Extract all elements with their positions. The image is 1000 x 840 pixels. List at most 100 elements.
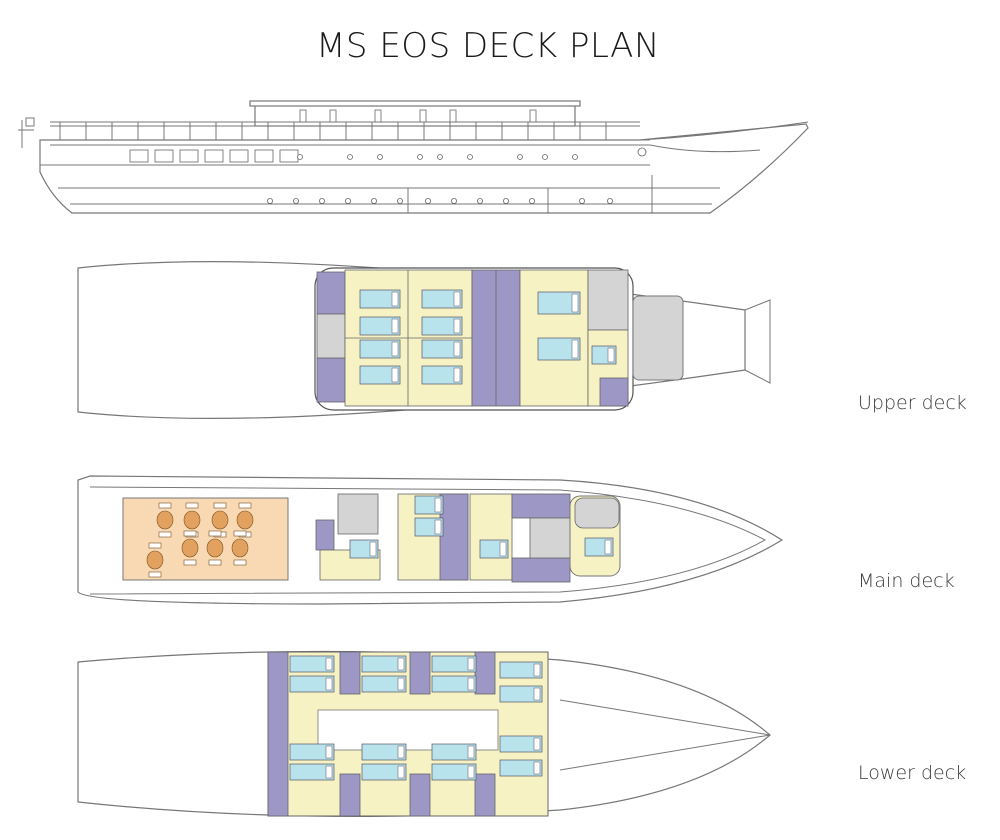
dining-table (146, 550, 164, 570)
side-window (419, 109, 427, 123)
bed (537, 337, 581, 361)
bed (361, 743, 407, 761)
porthole (318, 197, 325, 204)
porthole (266, 197, 273, 204)
side-window (179, 149, 199, 163)
bed (359, 316, 401, 336)
pillow (607, 347, 615, 363)
pillow (467, 745, 475, 759)
dining-chair (208, 559, 222, 566)
dining-chair (183, 530, 197, 537)
pillow (434, 519, 442, 535)
side-window (572, 154, 578, 160)
side-window (377, 154, 383, 160)
dining-table (231, 538, 249, 558)
bed (289, 655, 335, 673)
bed (431, 763, 477, 781)
side-window (229, 149, 249, 163)
dining-table (211, 510, 229, 530)
upper-deck-label: Upper deck (858, 392, 967, 414)
porthole (370, 197, 377, 204)
dining-chair (148, 542, 162, 549)
lower-deck-plan (77, 650, 771, 817)
pillow (391, 291, 399, 307)
dining-table (206, 538, 224, 558)
bed (499, 661, 543, 679)
dining-table (156, 510, 174, 530)
bed (361, 675, 407, 693)
bed (359, 339, 401, 359)
side-window (437, 154, 443, 160)
dining-chair (208, 530, 222, 537)
bed (431, 655, 477, 673)
pillow (391, 367, 399, 383)
bed (537, 291, 581, 315)
dining-chair (158, 531, 172, 538)
side-window (467, 154, 473, 160)
side-window (449, 109, 457, 123)
pillow (453, 367, 461, 383)
pillow (397, 677, 405, 691)
side-window (279, 149, 299, 163)
side-window (129, 149, 149, 163)
bed (499, 685, 543, 703)
pillow (325, 745, 333, 759)
porthole (396, 197, 403, 204)
pillow (533, 687, 541, 701)
pillow (325, 765, 333, 779)
side-window (417, 154, 423, 160)
pillow (604, 539, 612, 555)
bed (499, 759, 543, 777)
side-window (297, 154, 303, 160)
bed (431, 675, 477, 693)
dining-table (181, 538, 199, 558)
pillow (533, 761, 541, 775)
bed (289, 743, 335, 761)
side-window (299, 109, 307, 123)
lower-deck-label: Lower deck (858, 762, 967, 784)
bed (421, 339, 463, 359)
pillow (467, 765, 475, 779)
side-window (329, 109, 337, 123)
dining-table (236, 510, 254, 530)
pillow (397, 657, 405, 671)
pillow (369, 541, 377, 557)
pillow (533, 737, 541, 751)
main-deck-plan (77, 475, 784, 605)
bed (289, 763, 335, 781)
pillow (391, 318, 399, 334)
side-window (374, 109, 382, 123)
bed (421, 289, 463, 309)
pillow (467, 677, 475, 691)
dining-chair (238, 502, 252, 509)
side-window (154, 149, 174, 163)
page-title: MS EOS DECK PLAN (316, 26, 660, 66)
pillow (397, 745, 405, 759)
bed (289, 675, 335, 693)
dining-chair (158, 502, 172, 509)
pillow (467, 657, 475, 671)
side-window (254, 149, 274, 163)
bed (361, 763, 407, 781)
pillow (325, 677, 333, 691)
bed (361, 655, 407, 673)
dining-chair (233, 530, 247, 537)
bed (421, 365, 463, 385)
dining-chair (183, 559, 197, 566)
upper-deck-plan (77, 261, 771, 419)
pillow (571, 293, 579, 313)
dining-chair (213, 502, 227, 509)
bed (359, 289, 401, 309)
side-window (529, 109, 537, 123)
bed (431, 743, 477, 761)
pillow (499, 541, 507, 557)
dining-chair (233, 559, 247, 566)
pillow (391, 341, 399, 357)
bed (421, 316, 463, 336)
porthole (450, 197, 457, 204)
side-window (204, 149, 224, 163)
pillow (533, 663, 541, 677)
porthole (607, 197, 614, 204)
porthole (579, 197, 586, 204)
pillow (434, 497, 442, 513)
